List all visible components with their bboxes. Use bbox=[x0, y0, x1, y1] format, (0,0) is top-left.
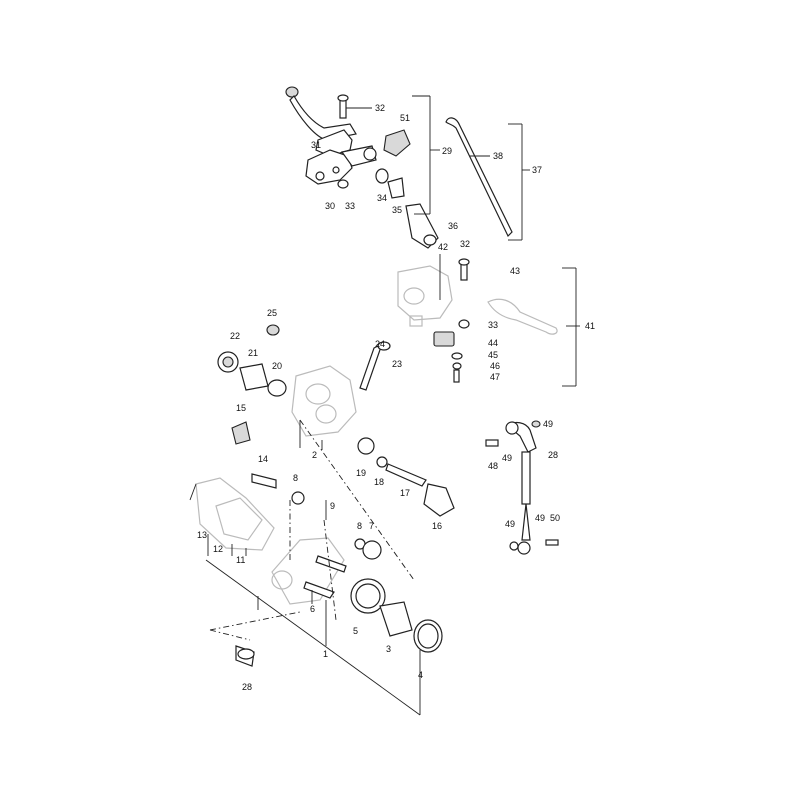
callout-37: 37 bbox=[532, 165, 542, 175]
callout-49-b: 49 bbox=[502, 453, 512, 463]
callout-46: 46 bbox=[490, 361, 500, 371]
callout-33-a: 33 bbox=[345, 201, 355, 211]
callout-33-b: 33 bbox=[488, 320, 498, 330]
callout-16: 16 bbox=[432, 521, 442, 531]
callout-21: 21 bbox=[248, 348, 258, 358]
callout-1: 1 bbox=[323, 649, 328, 659]
callout-8-b: 8 bbox=[357, 521, 362, 531]
callout-38: 38 bbox=[493, 151, 503, 161]
callout-41: 41 bbox=[585, 321, 595, 331]
callout-20: 20 bbox=[272, 361, 282, 371]
callout-48: 48 bbox=[488, 461, 498, 471]
callout-44: 44 bbox=[488, 338, 498, 348]
callout-35: 35 bbox=[392, 205, 402, 215]
callout-29: 29 bbox=[442, 146, 452, 156]
brake-lever-assembly bbox=[285, 86, 513, 249]
callout-24: 24 bbox=[375, 339, 385, 349]
callout-47: 47 bbox=[490, 372, 500, 382]
callout-11: 11 bbox=[236, 555, 245, 565]
callout-17: 17 bbox=[400, 488, 410, 498]
leader-lines bbox=[189, 95, 580, 716]
callout-8-a: 8 bbox=[293, 473, 298, 483]
callout-5: 5 bbox=[353, 626, 358, 636]
callout-32-b: 32 bbox=[460, 239, 470, 249]
callout-50: 50 bbox=[550, 513, 560, 523]
callout-14: 14 bbox=[258, 454, 268, 464]
callout-15: 15 bbox=[236, 403, 246, 413]
callout-43: 43 bbox=[510, 266, 520, 276]
callout-36: 36 bbox=[448, 221, 458, 231]
callout-28-a: 28 bbox=[548, 450, 558, 460]
brake-caliper-assembly bbox=[195, 324, 455, 667]
callout-9: 9 bbox=[330, 501, 335, 511]
callout-42: 42 bbox=[438, 242, 448, 252]
callout-13: 13 bbox=[197, 530, 207, 540]
callout-45: 45 bbox=[488, 350, 498, 360]
callout-12: 12 bbox=[213, 544, 223, 554]
callout-34: 34 bbox=[377, 193, 387, 203]
callout-49-c: 49 bbox=[505, 519, 515, 529]
callout-31: 31 bbox=[311, 140, 321, 150]
callout-30: 30 bbox=[325, 201, 335, 211]
callout-7: 7 bbox=[369, 521, 374, 531]
callout-32-a: 32 bbox=[375, 103, 385, 113]
callout-4: 4 bbox=[418, 670, 423, 680]
callout-6: 6 bbox=[310, 604, 315, 614]
callout-19: 19 bbox=[356, 468, 366, 478]
callout-23: 23 bbox=[392, 359, 402, 369]
callout-25: 25 bbox=[267, 308, 277, 318]
part-callouts: 32 51 31 29 38 37 30 33 34 35 36 32 42 4… bbox=[197, 103, 595, 692]
callout-28-b: 28 bbox=[242, 682, 252, 692]
callout-49-a: 49 bbox=[543, 419, 553, 429]
callout-51: 51 bbox=[400, 113, 410, 123]
callout-49-d: 49 bbox=[535, 513, 545, 523]
callout-2: 2 bbox=[312, 450, 317, 460]
callout-18: 18 bbox=[374, 477, 384, 487]
callout-22: 22 bbox=[230, 331, 240, 341]
brake-hose-assembly bbox=[485, 420, 559, 555]
clutch-lever-assembly bbox=[397, 254, 558, 383]
callout-3: 3 bbox=[386, 644, 391, 654]
